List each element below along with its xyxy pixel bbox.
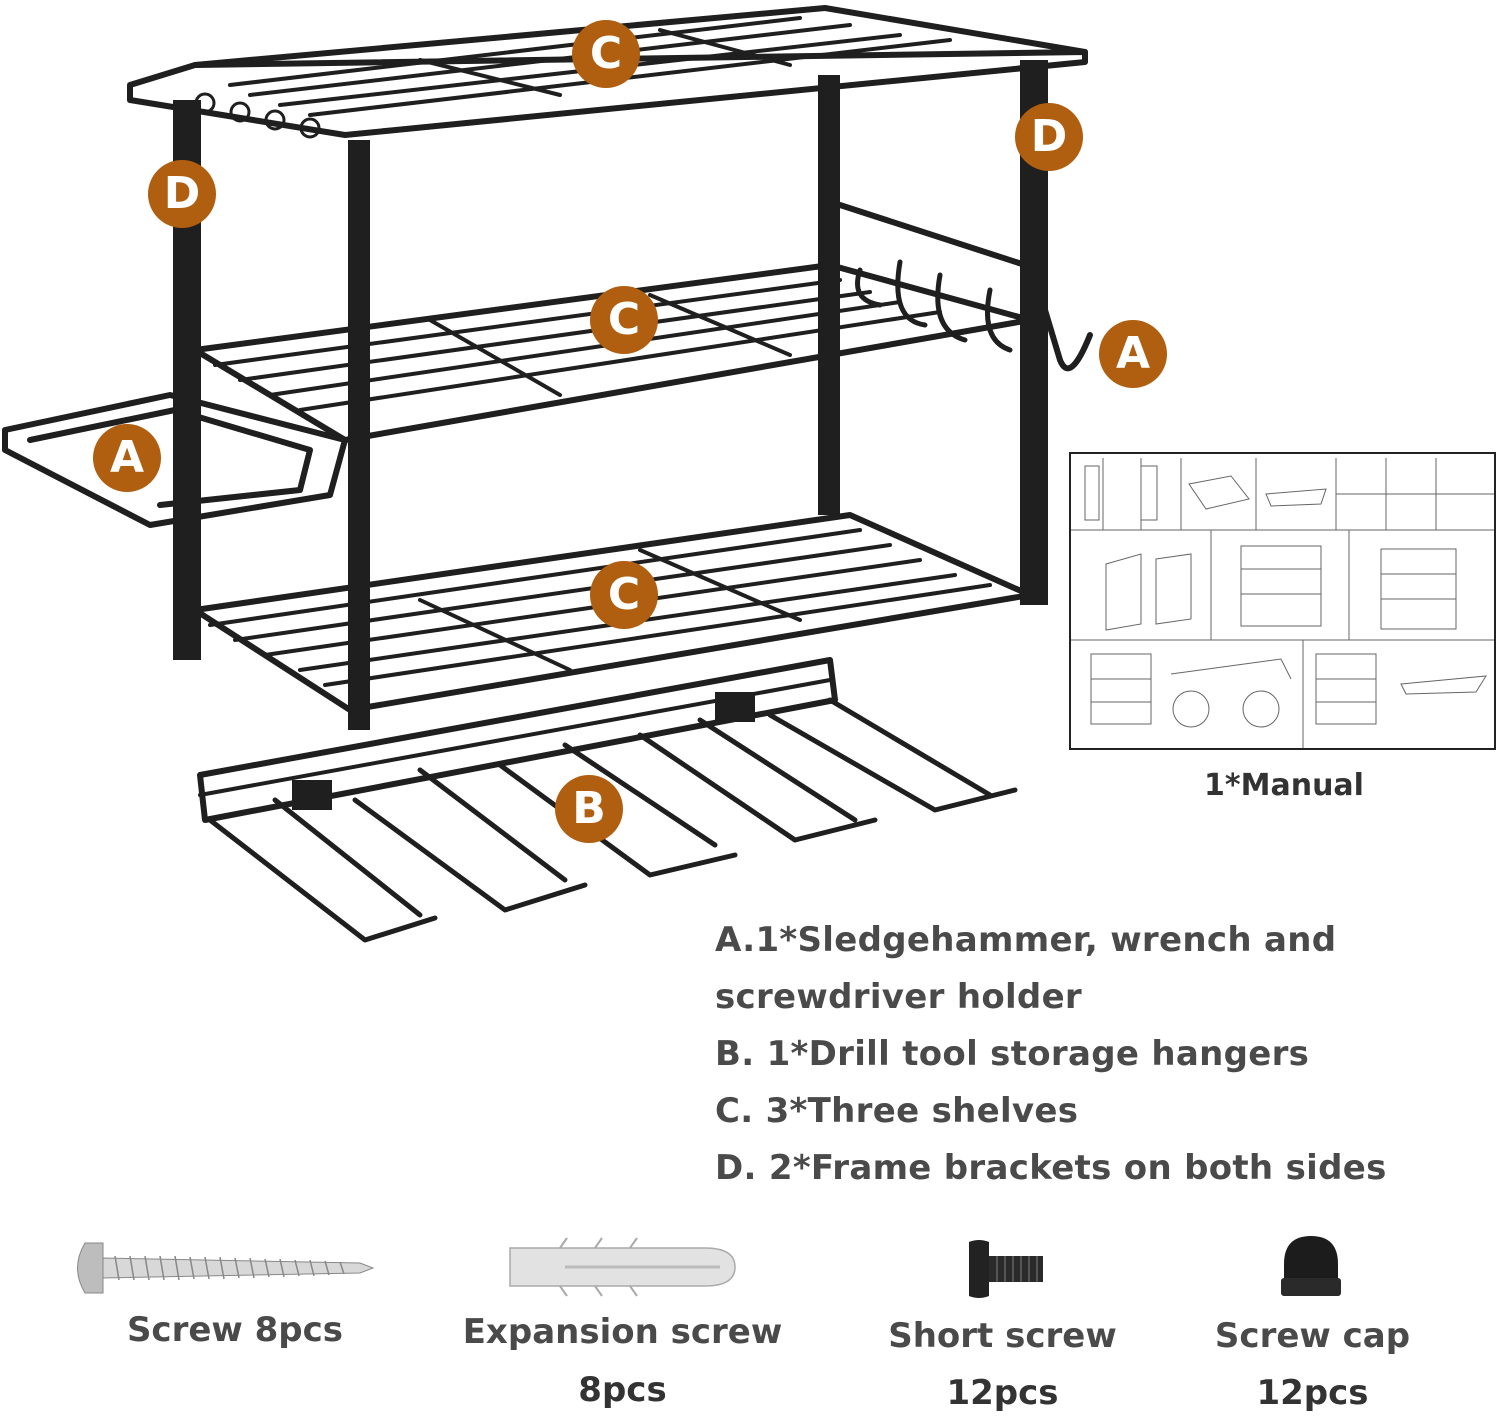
expansion-screw-label: Expansion screw	[462, 1312, 783, 1352]
short-screw-qty: 12pcs	[946, 1373, 1059, 1413]
badge-d-left: D	[148, 160, 216, 228]
badge-d-right: D	[1015, 103, 1083, 171]
tool-rack-illustration	[2, 5, 1093, 943]
manual-thumbnail	[1069, 452, 1496, 750]
screw-cap-label: Screw cap	[1214, 1316, 1411, 1356]
legend-c: C. 3*Three shelves	[715, 1091, 1079, 1131]
legend-d: D. 2*Frame brackets on both sides	[715, 1148, 1387, 1188]
screw-cap-icon	[1281, 1236, 1341, 1296]
short-bolt-icon	[969, 1240, 1043, 1298]
badge-a-right: A	[1099, 320, 1167, 388]
manual-caption: 1*Manual	[1204, 768, 1364, 803]
legend-b: B. 1*Drill tool storage hangers	[715, 1034, 1310, 1074]
badge-c-middle: C	[590, 286, 658, 354]
badge-c-bottom: C	[590, 561, 658, 629]
expansion-anchor-icon	[509, 1237, 736, 1297]
short-screw-label: Short screw	[888, 1316, 1117, 1356]
screw-cap-qty: 12pcs	[1256, 1373, 1369, 1413]
badge-a-left: A	[93, 424, 161, 492]
wood-screw-icon	[77, 1242, 375, 1294]
expansion-screw-qty: 8pcs	[578, 1370, 667, 1410]
badge-b: B	[555, 775, 623, 843]
legend-a-line1: A.1*Sledgehammer, wrench and	[715, 920, 1337, 960]
screw-label: Screw 8pcs	[126, 1310, 344, 1350]
legend-a-line2: screwdriver holder	[715, 977, 1082, 1017]
badge-c-top: C	[572, 20, 640, 88]
